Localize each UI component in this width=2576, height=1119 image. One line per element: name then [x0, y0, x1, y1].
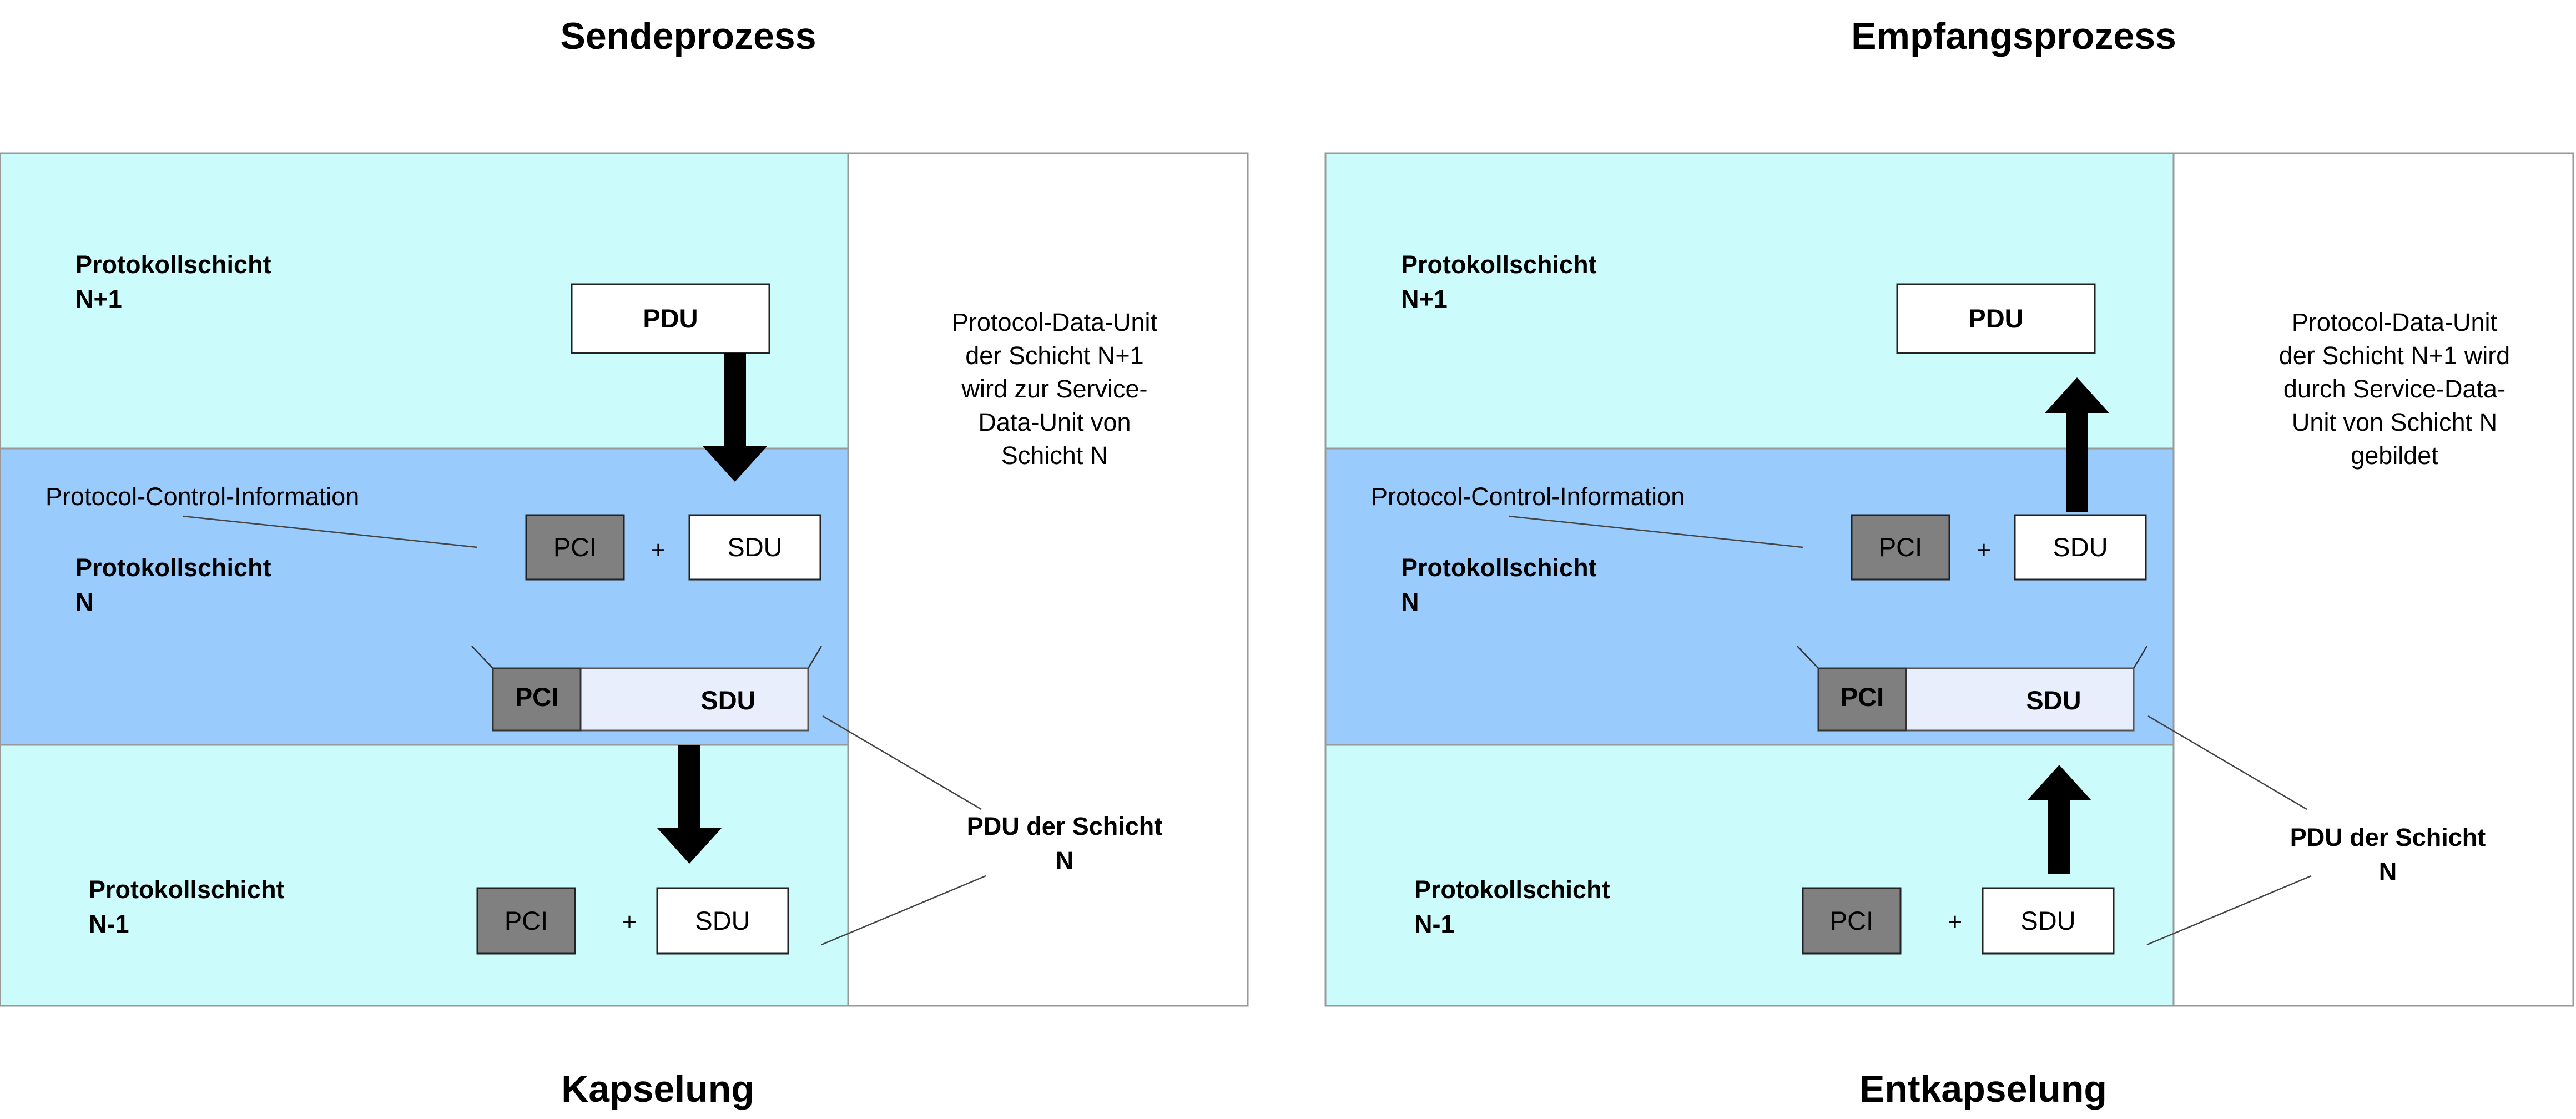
pdu-layer-n-label: PDU der Schicht [967, 812, 1163, 840]
plus-sign-middle: + [1977, 536, 1991, 564]
layer-band-lower [0, 745, 848, 1006]
pci-leader-line [1508, 515, 1803, 548]
panels: SendeprozessKapselungProtokollschichtN+1… [0, 15, 2574, 1110]
note-line-3: durch Service-Data- [2283, 375, 2506, 403]
pdu-box [1896, 283, 2096, 354]
sdu-box-middle [688, 514, 821, 581]
layer-label-upper: Protokollschicht [1401, 250, 1597, 279]
combined-pci-label: PCI [1841, 682, 1884, 712]
layer-label-middle-suffix: N [75, 588, 94, 616]
note-line-4: Data-Unit von [978, 408, 1131, 436]
sdu-box-lower [1982, 887, 2115, 955]
combined-sdu-label: SDU [700, 685, 755, 715]
panel-title: Empfangsprozess [1851, 15, 2176, 57]
note-line-2: der Schicht N+1 wird [2279, 341, 2510, 370]
sdu-box-lower-label: SDU [695, 906, 750, 935]
notes-zone [848, 153, 1248, 1006]
combined-pci-label: PCI [515, 682, 558, 712]
plus-sign-lower: + [1948, 908, 1962, 936]
pdu-leader-lower [821, 875, 986, 946]
note-line-1: Protocol-Data-Unit [952, 308, 1158, 336]
pci-annotation: Protocol-Control-Information [1371, 482, 1685, 511]
pci-annotation: Protocol-Control-Information [46, 482, 359, 511]
panel-send: SendeprozessKapselungProtokollschichtN+1… [0, 15, 1249, 1110]
plus-sign-middle: + [651, 536, 666, 564]
note-line-5: Schicht N [1001, 441, 1108, 470]
pdu-box-label: PDU [1968, 304, 2023, 333]
combined-sdu-label: SDU [2026, 685, 2081, 715]
arrow-up-lower [2027, 765, 2091, 874]
panel-frame [1324, 152, 2574, 1007]
layer-label-lower: Protokollschicht [1414, 875, 1610, 904]
layer-label-upper: Protokollschicht [75, 250, 271, 279]
layer-label-middle-suffix: N [1401, 588, 1419, 616]
note-line-2: der Schicht N+1 [965, 341, 1143, 370]
layer-label-lower-suffix: N-1 [1414, 910, 1455, 938]
sdu-box-middle-label: SDU [727, 532, 782, 562]
pdu-leader-upper [2147, 715, 2307, 810]
bracket-right [2133, 646, 2148, 669]
arrow-up-upper [2045, 377, 2109, 512]
pci-box-lower-label: PCI [505, 906, 548, 935]
panel-frame [0, 152, 1249, 1007]
layer-band-lower [1325, 745, 2174, 1006]
layer-label-middle: Protokollschicht [75, 553, 271, 582]
pci-box-middle [525, 514, 625, 581]
pci-box-lower-label: PCI [1830, 906, 1873, 935]
pci-leader-line [183, 515, 478, 548]
note-line-3: wird zur Service- [961, 375, 1147, 403]
bracket-left [1797, 646, 1819, 669]
layer-label-lower: Protokollschicht [89, 875, 285, 904]
bracket-right [807, 646, 823, 669]
arrow-down-upper [703, 353, 767, 482]
pdu-leader-lower [2146, 875, 2312, 946]
pdu-layer-n-suffix: N [2379, 858, 2397, 886]
pci-box-middle [1851, 514, 1950, 581]
layer-label-upper-suffix: N+1 [75, 285, 122, 313]
sdu-box-lower-label: SDU [2020, 906, 2075, 935]
layer-label-middle: Protokollschicht [1401, 553, 1597, 582]
layer-label-lower-suffix: N-1 [89, 910, 129, 938]
panel-title: Sendeprozess [560, 15, 816, 57]
panel-caption: Entkapselung [1859, 1068, 2107, 1110]
panel-caption: Kapselung [561, 1068, 754, 1110]
pdu-layer-n-label: PDU der Schicht [2290, 823, 2486, 851]
pdu-box-label: PDU [643, 304, 698, 333]
sdu-box-lower [656, 887, 789, 955]
notes-zone [2174, 153, 2573, 1006]
note-line-5: gebildet [2351, 441, 2438, 470]
plus-sign-lower: + [622, 908, 637, 936]
pdu-leader-upper [822, 715, 982, 810]
sdu-box-middle [2014, 514, 2147, 581]
pdu-box [571, 283, 770, 354]
arrow-down-lower [657, 745, 722, 864]
pci-box-middle-label: PCI [1879, 532, 1922, 562]
note-line-4: Unit von Schicht N [2292, 408, 2497, 436]
pci-box-lower [1802, 887, 1902, 955]
combined-pci-segment [1817, 667, 1907, 732]
pci-box-middle-label: PCI [553, 532, 597, 562]
bracket-left [471, 646, 493, 669]
sdu-box-middle-label: SDU [2053, 532, 2108, 562]
layer-label-upper-suffix: N+1 [1401, 285, 1448, 313]
pci-box-lower [476, 887, 576, 955]
combined-pci-segment [492, 667, 582, 732]
pdu-layer-n-suffix: N [1056, 846, 1074, 875]
note-line-1: Protocol-Data-Unit [2292, 308, 2498, 336]
